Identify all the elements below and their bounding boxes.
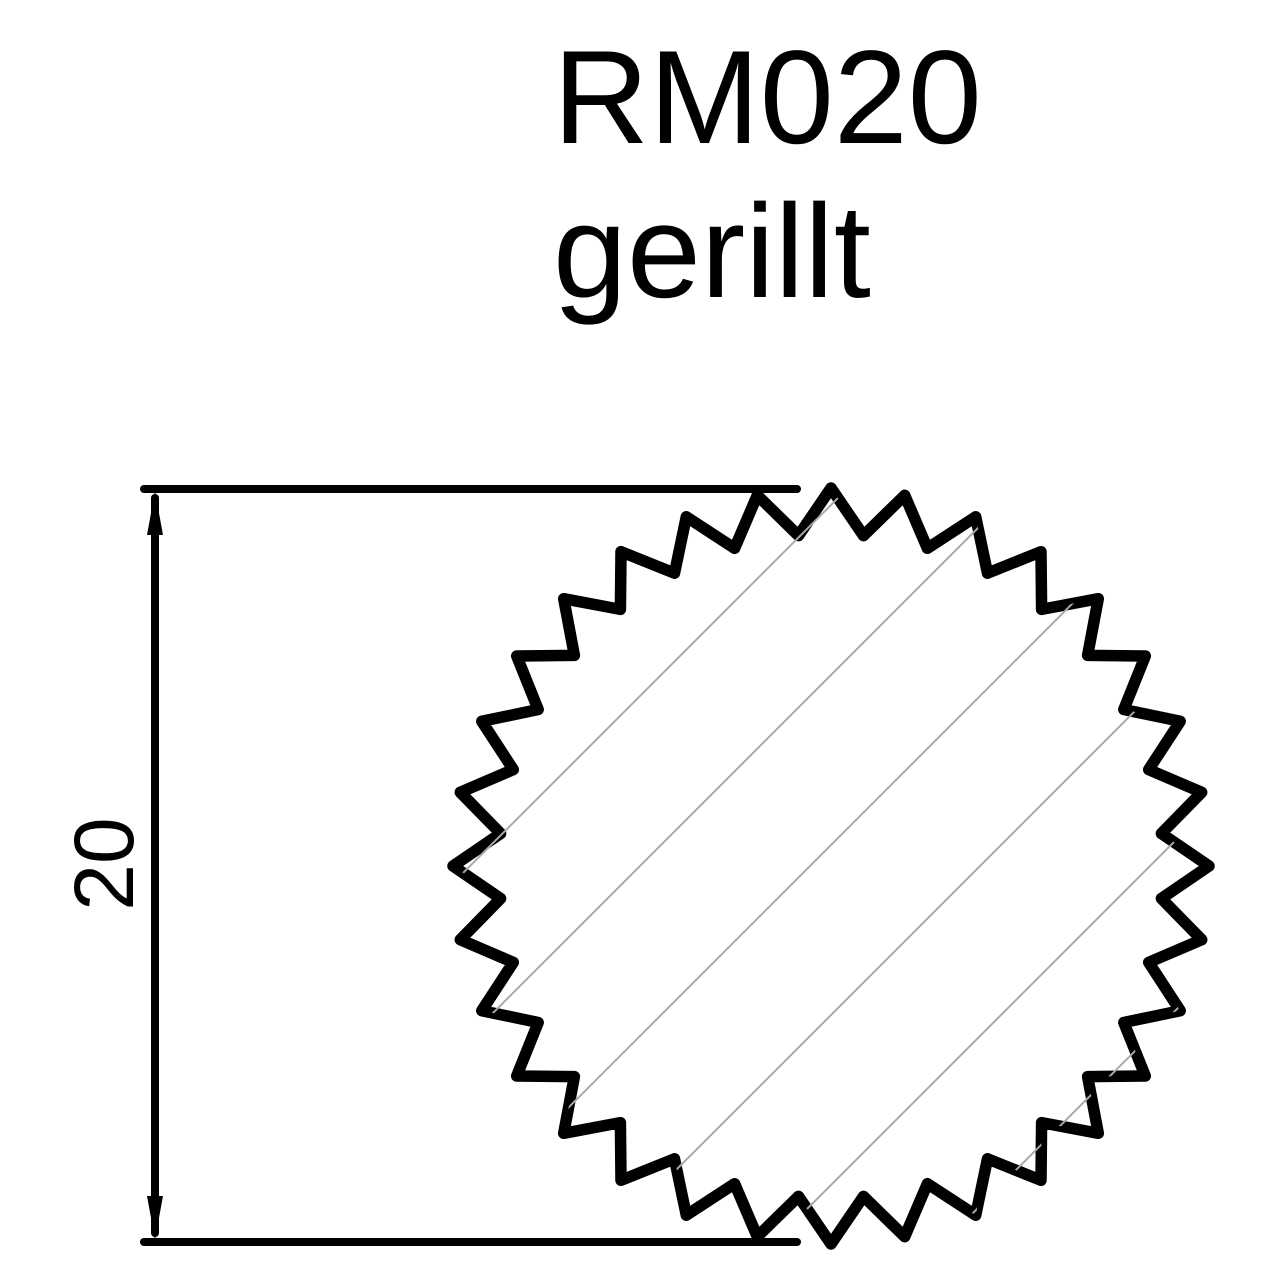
drawing-title: RM020 gerillt xyxy=(553,24,982,326)
knurled-profile-outline xyxy=(447,482,1215,1250)
dimension-arrow-down-icon xyxy=(147,1196,163,1240)
drawing-title-subtitle: gerillt xyxy=(553,178,871,326)
hatch-line xyxy=(453,488,1099,1099)
hatch-line xyxy=(577,577,1209,1244)
dimension-annotation: 20 xyxy=(57,485,801,1246)
drawing-title-code: RM020 xyxy=(553,24,982,172)
dimension-arrow-up-icon xyxy=(147,491,163,535)
knurled-circle-section xyxy=(447,482,1215,1250)
dimension-value-label: 20 xyxy=(57,817,151,910)
